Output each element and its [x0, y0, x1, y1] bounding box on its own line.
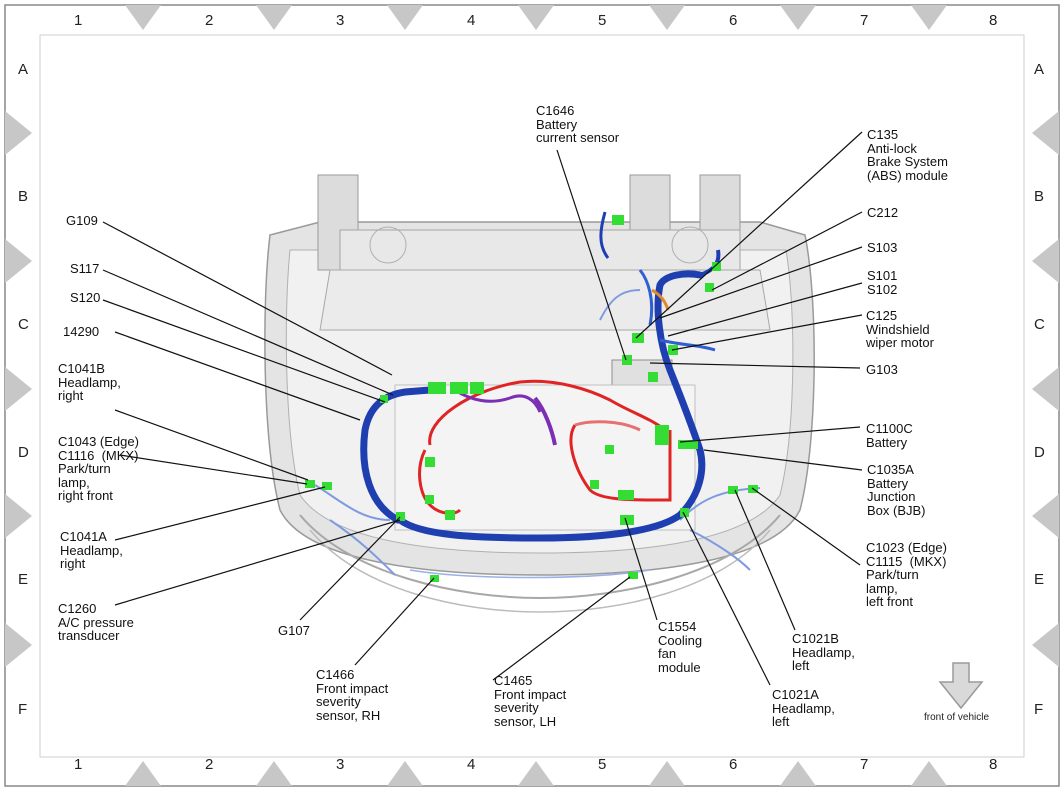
edge-marker-bottom — [256, 761, 292, 786]
grid-row-B-right: B — [1034, 188, 1045, 205]
edge-marker-left — [5, 367, 32, 411]
grid-column-8-bottom: 8 — [989, 756, 998, 773]
edge-marker-right — [1032, 367, 1059, 411]
callout-14290: 14290 — [63, 324, 100, 339]
front-of-vehicle-label: front of vehicle — [924, 712, 990, 723]
edge-marker-top — [780, 5, 816, 30]
edge-marker-bottom — [125, 761, 161, 786]
connectors — [305, 215, 758, 582]
callout-s120: S120 — [70, 290, 101, 305]
edge-marker-top — [911, 5, 947, 30]
grid-row-A-left: A — [18, 61, 29, 78]
grid-row-C-right: C — [1034, 316, 1045, 333]
edge-marker-left — [5, 494, 32, 538]
grid-column-4-bottom: 4 — [467, 756, 476, 773]
edge-marker-right — [1032, 111, 1059, 155]
grid-row-D-right: D — [1034, 444, 1045, 461]
edge-marker-bottom — [780, 761, 816, 786]
edge-marker-bottom — [911, 761, 947, 786]
callout-g109: G109 — [66, 213, 98, 228]
leader-lines — [102, 131, 863, 686]
grid-column-8-top: 8 — [989, 12, 998, 29]
grid-column-6-bottom: 6 — [729, 756, 738, 773]
grid-row-E-left: E — [18, 571, 29, 588]
vehicle-body — [264, 174, 815, 613]
edge-marker-right — [1032, 623, 1059, 667]
edge-marker-bottom — [649, 761, 685, 786]
edge-marker-left — [5, 623, 32, 667]
callout-g103: G103 — [866, 362, 898, 377]
edge-marker-top — [256, 5, 292, 30]
grid-row-F-left: F — [18, 701, 28, 718]
grid-column-6-top: 6 — [729, 12, 738, 29]
edge-marker-top — [125, 5, 161, 30]
callout-g107: G107 — [278, 623, 310, 638]
grid-row-C-left: C — [18, 316, 29, 333]
grid-column-2-top: 2 — [205, 12, 214, 29]
grid-markers — [5, 5, 1059, 786]
grid-row-F-right: F — [1034, 701, 1044, 718]
grid-column-7-top: 7 — [860, 12, 869, 29]
inner-border — [39, 34, 1025, 758]
edge-marker-right — [1032, 494, 1059, 538]
grid-column-3-bottom: 3 — [336, 756, 345, 773]
callout-s117: S117 — [70, 261, 100, 276]
callout-s103: S103 — [867, 240, 898, 255]
grid-column-3-top: 3 — [336, 12, 345, 29]
edge-marker-left — [5, 111, 32, 155]
grid-row-B-left: B — [18, 188, 29, 205]
edge-marker-left — [5, 239, 32, 283]
grid-column-4-top: 4 — [467, 12, 476, 29]
grid-column-2-bottom: 2 — [205, 756, 214, 773]
grid-row-A-right: A — [1034, 61, 1045, 78]
grid-column-5-bottom: 5 — [598, 756, 607, 773]
edge-marker-right — [1032, 239, 1059, 283]
grid-row-E-right: E — [1034, 571, 1045, 588]
grid-column-7-bottom: 7 — [860, 756, 869, 773]
callout-c212: C212 — [867, 205, 899, 220]
edge-marker-top — [649, 5, 685, 30]
grid-column-5-top: 5 — [598, 12, 607, 29]
edge-marker-top — [387, 5, 423, 30]
grid-column-1-bottom: 1 — [74, 756, 83, 773]
edge-marker-top — [518, 5, 554, 30]
grid-column-1-top: 1 — [74, 12, 83, 29]
grid-row-D-left: D — [18, 444, 29, 461]
edge-marker-bottom — [387, 761, 423, 786]
edge-marker-bottom — [518, 761, 554, 786]
front-arrow-icon — [938, 662, 984, 710]
